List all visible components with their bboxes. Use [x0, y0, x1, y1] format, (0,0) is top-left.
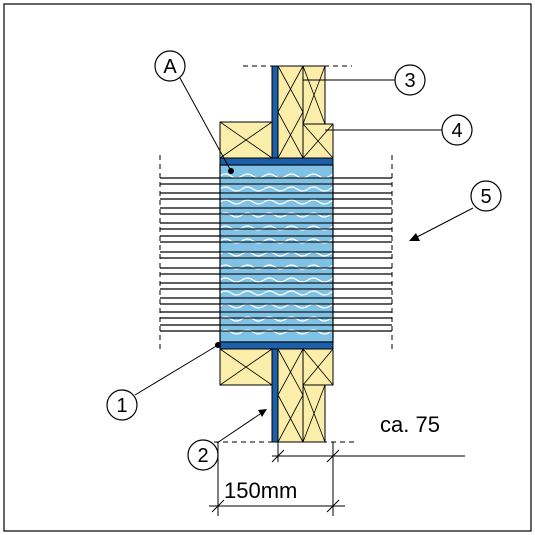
wood-board-upper-1 [277, 65, 304, 159]
callout-circle-5 [470, 180, 502, 212]
leader-lines [134, 77, 474, 444]
steel-stud-upper [271, 65, 279, 159]
callout-circle-a [154, 50, 186, 82]
callout-3: 3 [404, 70, 415, 92]
leader-arrow-2 [258, 409, 267, 417]
callout-5: 5 [480, 186, 491, 208]
offset-dimension-label: ca. 75 [380, 412, 440, 437]
wood-board-lower-1 [277, 348, 304, 443]
steel-plate-bottom [219, 341, 334, 350]
lower-wall [219, 348, 334, 443]
steel-plate-top [219, 157, 334, 166]
insulation-block [219, 164, 334, 343]
leader-arrow-5 [409, 233, 420, 241]
pipe-overlay [220, 177, 333, 332]
leader-dot-a [228, 168, 234, 174]
callout-a: A [163, 56, 177, 78]
callout-4: 4 [451, 120, 462, 142]
leader-dot-1 [215, 342, 221, 348]
steel-stud-lower [271, 348, 279, 443]
dimension-lines [209, 442, 465, 516]
width-dimension-label: 150mm [224, 478, 297, 503]
callout-1: 1 [116, 395, 127, 417]
callout-circle-4 [441, 114, 473, 146]
drawing-frame [3, 3, 532, 532]
callout-circle-3 [394, 64, 426, 96]
callout-circle-1 [106, 389, 138, 421]
callout-2: 2 [197, 445, 208, 467]
